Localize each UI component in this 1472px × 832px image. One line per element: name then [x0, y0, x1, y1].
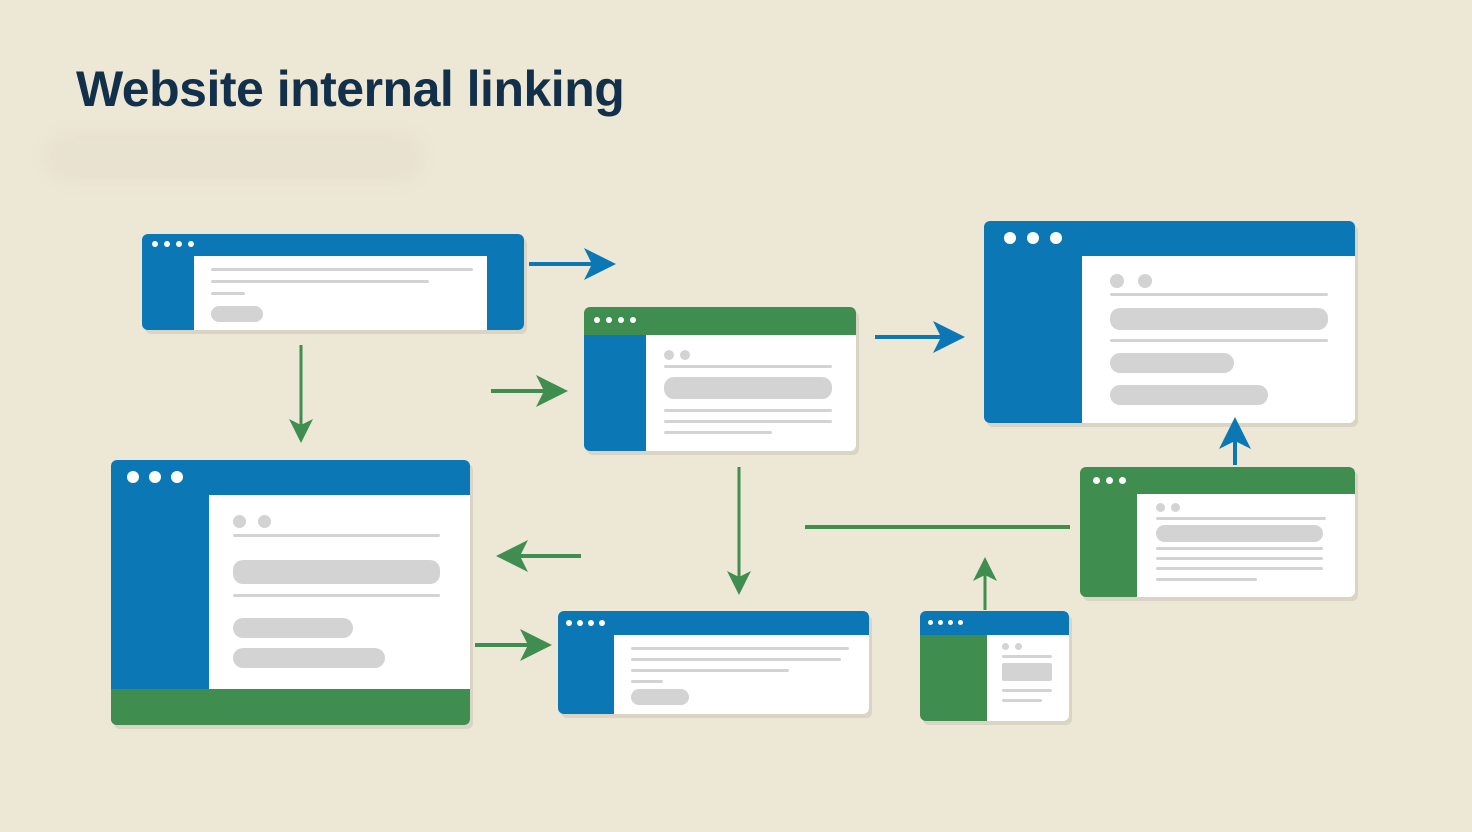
- window-dots-icon: [127, 471, 183, 483]
- page-content: [194, 256, 487, 330]
- window-dots-icon: [594, 317, 636, 323]
- window-dots-icon: [152, 241, 194, 247]
- page-node-c: [984, 221, 1355, 423]
- page-node-e: [558, 611, 869, 714]
- window-dots-icon: [1093, 477, 1126, 484]
- page-node-f: [920, 611, 1069, 721]
- window-dots-icon: [566, 620, 605, 626]
- page-title: Website internal linking: [76, 61, 625, 117]
- window-dots-icon: [928, 620, 963, 625]
- window-dots-icon: [1004, 232, 1062, 244]
- blurred-subtitle: [44, 132, 424, 182]
- page-node-d: [111, 460, 470, 725]
- page-node-b: [584, 307, 856, 451]
- page-node-a: [142, 234, 524, 330]
- page-node-g: [1080, 467, 1355, 597]
